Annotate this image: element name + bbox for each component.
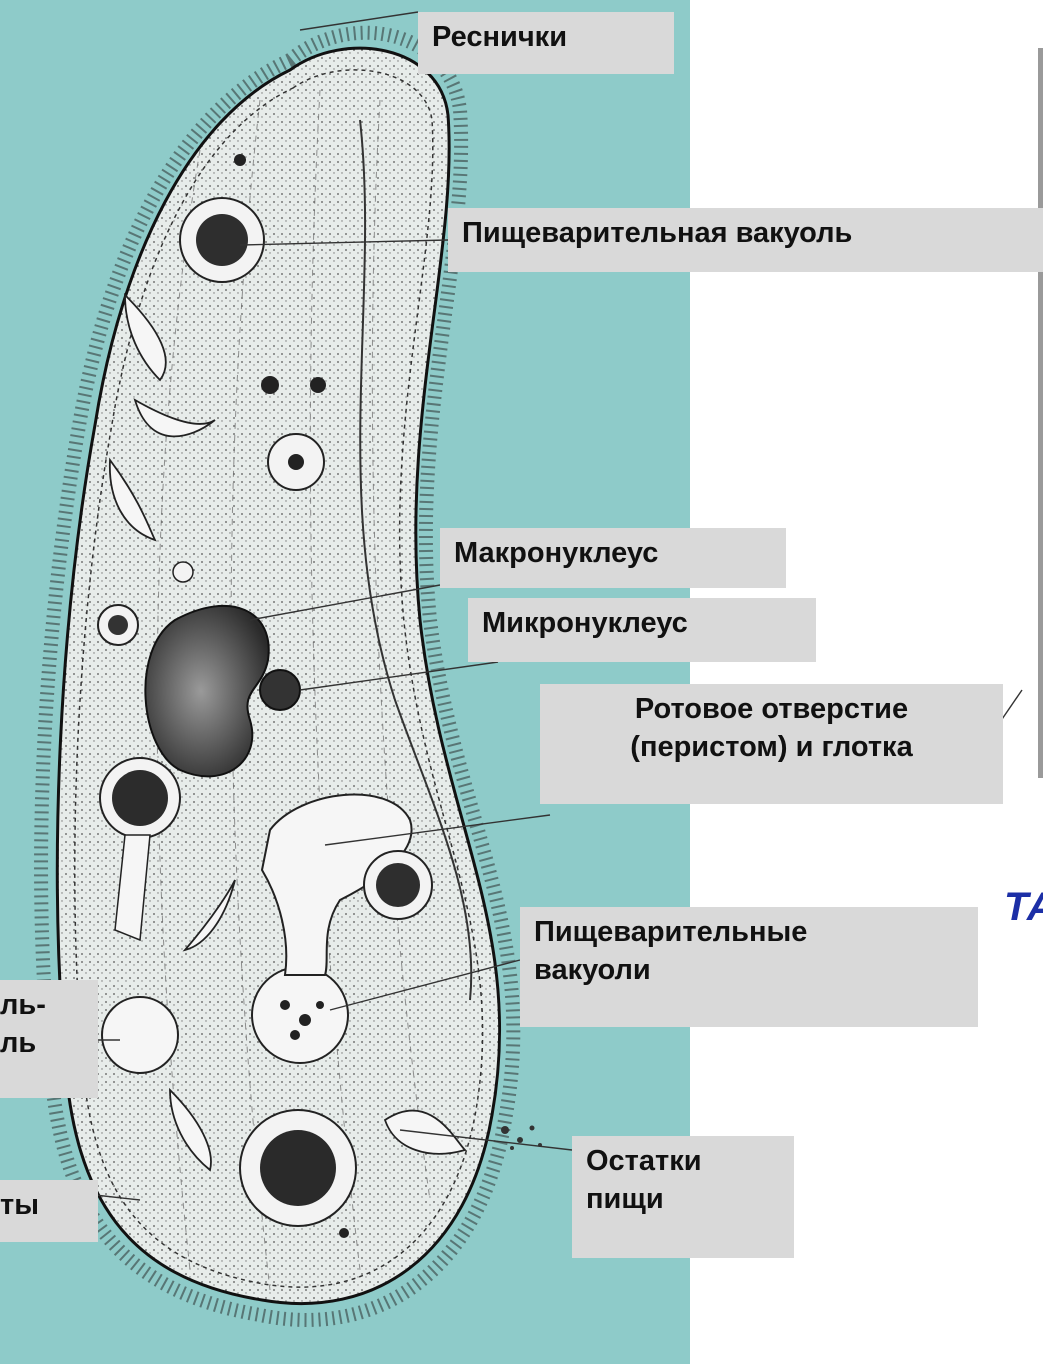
- macronucleus-shape: [145, 606, 268, 776]
- label-mouth-and-pharynx: Ротовое отверстие (перистом) и глотка: [540, 684, 1003, 804]
- micronucleus-shape: [260, 670, 300, 710]
- label-food-remains: Остатки пищи: [572, 1136, 794, 1258]
- label-digestive-vacuole: Пищеварительная вакуоль: [448, 208, 1043, 272]
- label-digestive-vacuoles: Пищеварительные вакуоли: [520, 907, 978, 1027]
- label-digestive-vacuoles-line2: вакуоли: [534, 951, 964, 989]
- label-trichocysts-partial: ты: [0, 1180, 98, 1242]
- label-mouth-line2: (перистом) и глотка: [554, 728, 989, 766]
- label-macronucleus: Макронуклеус: [440, 528, 786, 588]
- label-contractile-line1: ль-: [0, 986, 84, 1024]
- partial-heading: ТА: [1004, 885, 1043, 930]
- label-digestive-vacuoles-line1: Пищеварительные: [534, 913, 964, 951]
- label-contractile-vacuole-partial: ль- ль: [0, 980, 98, 1098]
- label-micronucleus: Микронуклеус: [468, 598, 816, 662]
- label-food-remains-line1: Остатки: [586, 1142, 780, 1180]
- label-mouth-line1: Ротовое отверстие: [554, 690, 989, 728]
- label-contractile-line2: ль: [0, 1024, 84, 1062]
- label-cilia: Реснички: [418, 12, 674, 74]
- label-food-remains-line2: пищи: [586, 1180, 780, 1218]
